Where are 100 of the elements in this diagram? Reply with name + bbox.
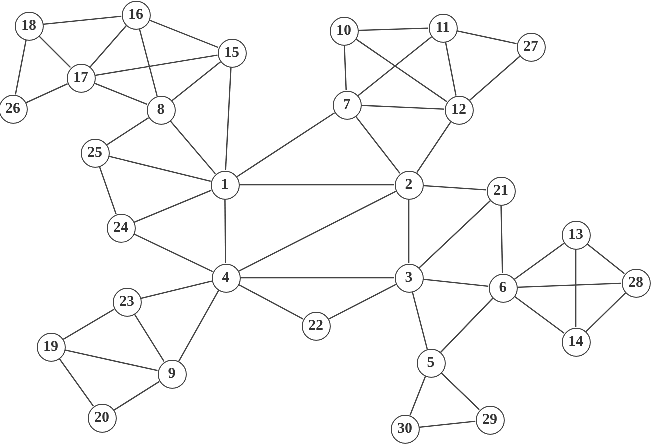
connector-line bbox=[514, 242, 565, 280]
graph-vertex bbox=[14, 12, 44, 40]
connector-line bbox=[224, 200, 226, 264]
graph-vertex bbox=[122, 0, 150, 30]
connector-line bbox=[328, 284, 396, 320]
connector-line bbox=[240, 277, 394, 279]
graph-vertex bbox=[212, 264, 240, 292]
connector-line bbox=[108, 156, 212, 182]
vertex-number: 6 bbox=[499, 280, 507, 296]
connector-line bbox=[90, 25, 127, 68]
graph-vertex bbox=[516, 32, 546, 62]
connector-line bbox=[65, 350, 158, 372]
graph-vertex bbox=[66, 64, 96, 92]
vertex-number: 19 bbox=[44, 340, 58, 354]
vertex-number: 14 bbox=[568, 334, 584, 350]
vertex-number: 24 bbox=[114, 220, 128, 236]
graph-vertex bbox=[394, 170, 424, 200]
vertex-number: 28 bbox=[628, 276, 644, 290]
graph-vertex bbox=[80, 138, 110, 168]
graph-vertex bbox=[0, 94, 28, 124]
graph-vertex bbox=[486, 176, 516, 206]
vertex-number: 5 bbox=[427, 356, 435, 370]
graph-vertex bbox=[444, 96, 474, 124]
connector-line bbox=[149, 20, 219, 48]
connector-line bbox=[94, 82, 148, 106]
connector-line bbox=[172, 62, 222, 102]
connector-line bbox=[134, 234, 214, 272]
connector-line bbox=[358, 28, 429, 32]
connector-line bbox=[238, 191, 396, 272]
graph-vertex bbox=[394, 264, 424, 292]
connector-line bbox=[134, 190, 212, 224]
connector-line bbox=[355, 116, 401, 174]
connector-line bbox=[358, 36, 432, 96]
vertex-number: 7 bbox=[343, 98, 351, 112]
vertex-number: 8 bbox=[157, 102, 165, 118]
vertex-number: 4 bbox=[222, 270, 230, 286]
connector-line bbox=[517, 282, 622, 288]
connector-line bbox=[419, 200, 491, 268]
vertex-number: 17 bbox=[74, 70, 88, 86]
graph-vertex bbox=[158, 360, 186, 388]
graph-vertex bbox=[562, 220, 590, 250]
connector-line bbox=[106, 117, 150, 146]
graph-vertex bbox=[302, 312, 330, 340]
connector-line bbox=[356, 38, 448, 102]
vertex-number: 1 bbox=[221, 178, 229, 192]
vertex-number: 29 bbox=[482, 412, 498, 428]
connector-line bbox=[408, 200, 410, 264]
connector-line bbox=[575, 250, 577, 328]
connector-line bbox=[419, 420, 476, 428]
connector-line bbox=[440, 372, 480, 410]
vertex-number: 27 bbox=[524, 40, 538, 54]
vertex-number: 20 bbox=[94, 410, 110, 426]
connector-line bbox=[361, 104, 445, 110]
graph-vertex bbox=[332, 90, 362, 120]
graph-vertex bbox=[36, 332, 66, 362]
connector-line bbox=[26, 83, 68, 104]
graph-vertex bbox=[488, 274, 518, 302]
graph-vertex bbox=[210, 170, 240, 200]
vertex-number: 3 bbox=[405, 270, 413, 286]
vertex-number: 30 bbox=[398, 422, 412, 436]
vertex-number: 9 bbox=[168, 366, 176, 382]
graph-vertex bbox=[112, 288, 142, 316]
vertex-number: 10 bbox=[336, 24, 352, 38]
connector-line bbox=[423, 278, 489, 288]
connector-line bbox=[445, 42, 457, 96]
connector-line bbox=[238, 284, 304, 320]
connector-line bbox=[99, 166, 117, 215]
graph-vertex bbox=[146, 96, 176, 124]
connector-line bbox=[469, 56, 521, 101]
vertex-number: 22 bbox=[308, 318, 324, 334]
connector-line bbox=[236, 112, 336, 178]
graph-vertex bbox=[622, 268, 650, 298]
connector-line bbox=[500, 205, 504, 274]
connector-line bbox=[15, 40, 27, 95]
connector-line bbox=[423, 185, 487, 191]
connector-line bbox=[457, 30, 517, 45]
vertex-number: 25 bbox=[88, 146, 102, 160]
connector-line bbox=[43, 16, 122, 26]
graph-vertex bbox=[88, 404, 116, 432]
connector-line bbox=[114, 381, 160, 411]
connector-line bbox=[440, 298, 494, 353]
vertex-number: 13 bbox=[568, 228, 584, 242]
graph-vertex bbox=[330, 16, 358, 46]
connector-line bbox=[38, 36, 72, 68]
connector-line bbox=[240, 184, 394, 186]
vertex-number: 21 bbox=[494, 184, 508, 198]
connector-line bbox=[412, 292, 428, 350]
graph-vertex bbox=[390, 414, 420, 444]
connector-line bbox=[134, 314, 165, 362]
connector-line bbox=[95, 54, 218, 76]
connector-line bbox=[58, 358, 94, 407]
connector-line bbox=[170, 120, 216, 174]
vertex-number: 2 bbox=[405, 178, 413, 192]
connector-line bbox=[225, 67, 232, 171]
vertex-number: 15 bbox=[224, 46, 240, 60]
vertex-number: 18 bbox=[22, 18, 36, 34]
connector-line bbox=[586, 244, 626, 274]
connector-line bbox=[178, 290, 220, 362]
vertex-number: 11 bbox=[436, 20, 450, 36]
graph-vertex bbox=[106, 214, 136, 242]
